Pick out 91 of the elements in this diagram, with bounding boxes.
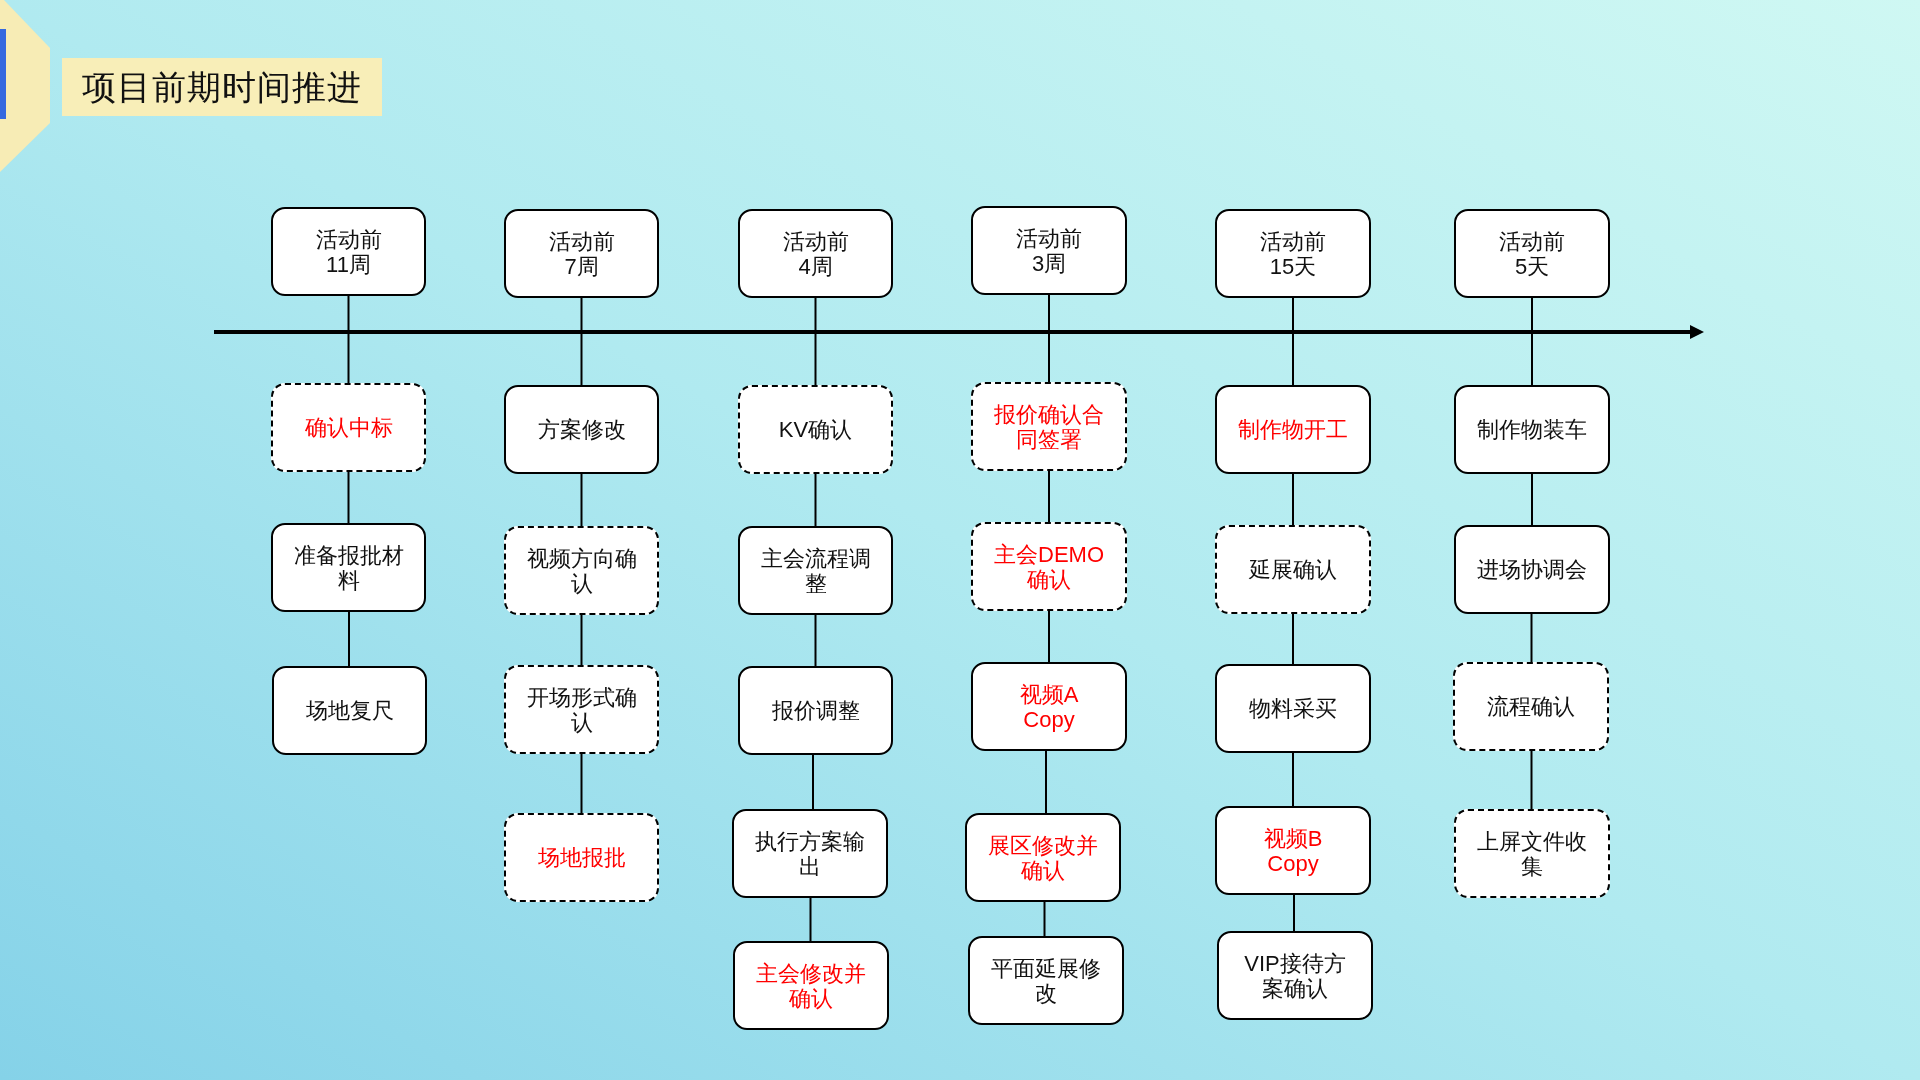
connector-line (580, 297, 583, 386)
task-label: 执行方案输出 (754, 828, 866, 879)
milestone-box (271, 207, 426, 296)
connector-line (580, 753, 583, 814)
connector-line (1292, 473, 1294, 526)
task-label: 准备报批材料 (292, 542, 405, 593)
task-label: 确认中标 (304, 415, 393, 440)
connector-line (1531, 473, 1533, 526)
task-label: 方案修改 (537, 417, 626, 442)
task-box (965, 813, 1121, 902)
task-box (971, 522, 1127, 611)
task-label: 物料采买 (1249, 696, 1337, 721)
milestone-box (738, 209, 893, 298)
connector-line (1043, 901, 1046, 937)
connector-line (1045, 750, 1047, 814)
connector-line (809, 897, 812, 942)
task-box (1215, 664, 1371, 753)
connector-line (580, 473, 583, 527)
connector-line (1048, 610, 1050, 663)
connector-line (812, 754, 814, 810)
task-label: 场地报批 (537, 845, 626, 870)
milestone-label: 活动前4周 (781, 228, 850, 279)
task-box (1215, 385, 1371, 474)
task-label: KV确认 (778, 417, 853, 442)
task-box (1454, 809, 1610, 898)
task-box (738, 666, 893, 755)
task-label: 制作物开工 (1238, 417, 1348, 442)
connector-line (1293, 894, 1295, 932)
task-box (971, 382, 1127, 471)
milestone-label: 活动前15天 (1259, 228, 1327, 279)
task-label: 报价确认合同签署 (993, 401, 1105, 452)
task-label: 制作物装车 (1477, 417, 1587, 442)
task-box (504, 385, 659, 474)
task-label: 开场形式确认 (525, 684, 638, 735)
task-label: 主会修改并确认 (755, 960, 867, 1011)
task-box (738, 526, 893, 615)
task-label: VIP接待方案确认 (1243, 950, 1347, 1001)
milestone-label: 活动前3周 (1015, 225, 1083, 276)
task-box (271, 523, 426, 612)
connector-line (347, 471, 350, 524)
task-label: 平面延展修改 (990, 955, 1102, 1006)
connector-line (814, 297, 817, 386)
connector-line (1531, 297, 1533, 386)
title-banner: 项目前期时间推进 (62, 58, 382, 116)
task-box (271, 383, 426, 472)
milestone-box (1454, 209, 1610, 298)
connector-line (814, 614, 817, 667)
connector-line (1530, 613, 1533, 663)
task-label: 主会DEMO确认 (993, 541, 1105, 592)
task-box (738, 385, 893, 474)
milestone-label: 活动前7周 (547, 228, 616, 279)
connector-line (1292, 297, 1294, 386)
task-box (504, 526, 659, 615)
task-box (1454, 525, 1610, 614)
milestone-box (971, 206, 1127, 295)
task-box (1217, 931, 1373, 1020)
connector-line (1292, 752, 1294, 807)
task-label: 场地复尺 (305, 698, 394, 723)
task-label: 报价调整 (771, 698, 860, 723)
task-box (732, 809, 888, 898)
task-label: 展区修改并确认 (987, 832, 1099, 883)
connector-line (814, 473, 817, 527)
milestone-label: 活动前5天 (1498, 228, 1566, 279)
connector-line (1530, 750, 1533, 810)
connector-line (580, 614, 583, 666)
task-label: 主会流程调整 (759, 545, 872, 596)
task-label: 视频A Copy (1018, 681, 1080, 732)
milestone-box (1215, 209, 1371, 298)
connector-line (1048, 294, 1050, 383)
task-label: 上屏文件收集 (1476, 828, 1588, 879)
task-box (968, 936, 1124, 1025)
task-box (504, 813, 659, 902)
task-box (1453, 662, 1609, 751)
connector-line (347, 295, 350, 384)
task-box (1454, 385, 1610, 474)
task-box (504, 665, 659, 754)
task-box (733, 941, 889, 1030)
task-box (971, 662, 1127, 751)
task-box (1215, 525, 1371, 614)
milestone-label: 活动前11周 (314, 226, 383, 277)
connector-line (348, 611, 350, 667)
connector-line (1048, 470, 1050, 523)
milestone-box (504, 209, 659, 298)
task-box (1215, 806, 1371, 895)
task-label: 延展确认 (1249, 557, 1337, 582)
task-label: 流程确认 (1487, 694, 1575, 719)
task-label: 视频方向确认 (525, 545, 638, 596)
connector-line (1292, 613, 1294, 665)
task-label: 视频B Copy (1262, 825, 1324, 876)
task-box (272, 666, 427, 755)
task-label: 进场协调会 (1477, 557, 1587, 582)
